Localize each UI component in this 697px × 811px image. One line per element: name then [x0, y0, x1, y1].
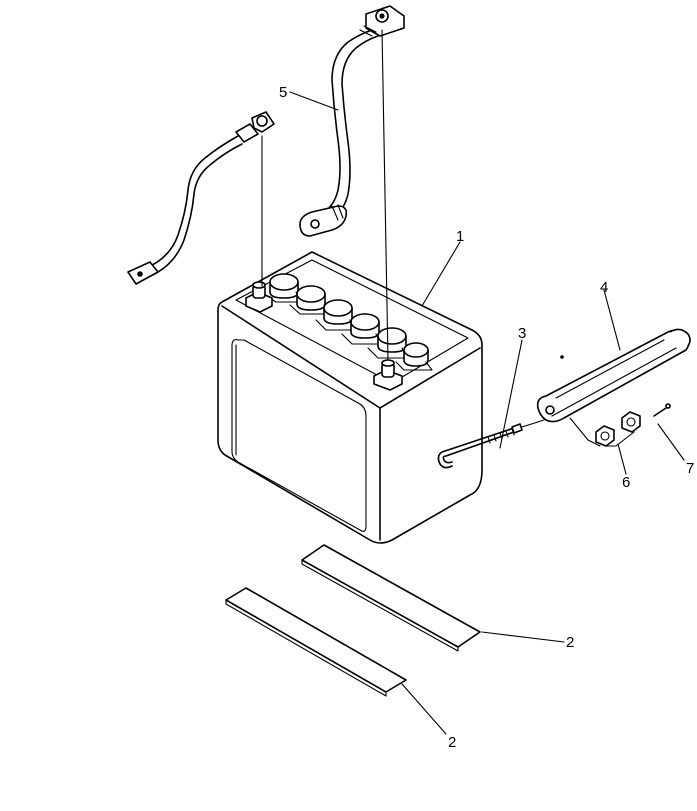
battery-cap-2 [289, 285, 331, 315]
terminal-leaders [261, 29, 389, 361]
plate-lower-left [225, 587, 407, 697]
callout-3: 3 [518, 325, 526, 342]
leader-2b [401, 683, 447, 735]
speck [560, 355, 564, 359]
leader-2a [481, 631, 565, 643]
leader-7 [657, 423, 685, 461]
negative-terminal [245, 281, 273, 313]
battery-cap-6 [395, 342, 433, 371]
battery [217, 251, 483, 544]
hold-down-bar [536, 328, 691, 423]
nuts [569, 411, 641, 447]
callout-1: 1 [456, 228, 464, 245]
leader-6 [617, 443, 627, 475]
battery-cap-3 [315, 299, 357, 331]
leader-1 [421, 241, 461, 307]
leader-5 [289, 91, 339, 111]
callout-5: 5 [279, 84, 287, 101]
callout-2-lower: 2 [448, 734, 456, 751]
negative-cable [127, 111, 275, 285]
leader-4 [603, 289, 621, 351]
leader-3 [499, 339, 523, 449]
callouts: 1 5 3 4 6 7 2 2 [279, 84, 694, 751]
leader-lines [289, 91, 685, 735]
battery-caps [245, 273, 433, 391]
positive-terminal [373, 359, 403, 391]
callout-2-right: 2 [566, 634, 574, 651]
pin [653, 403, 671, 417]
callout-7: 7 [686, 460, 694, 477]
callout-4: 4 [600, 279, 608, 296]
plate-upper-right [301, 544, 481, 652]
callout-6: 6 [622, 474, 630, 491]
positive-cable [299, 5, 405, 237]
hook-bolt [437, 419, 545, 469]
